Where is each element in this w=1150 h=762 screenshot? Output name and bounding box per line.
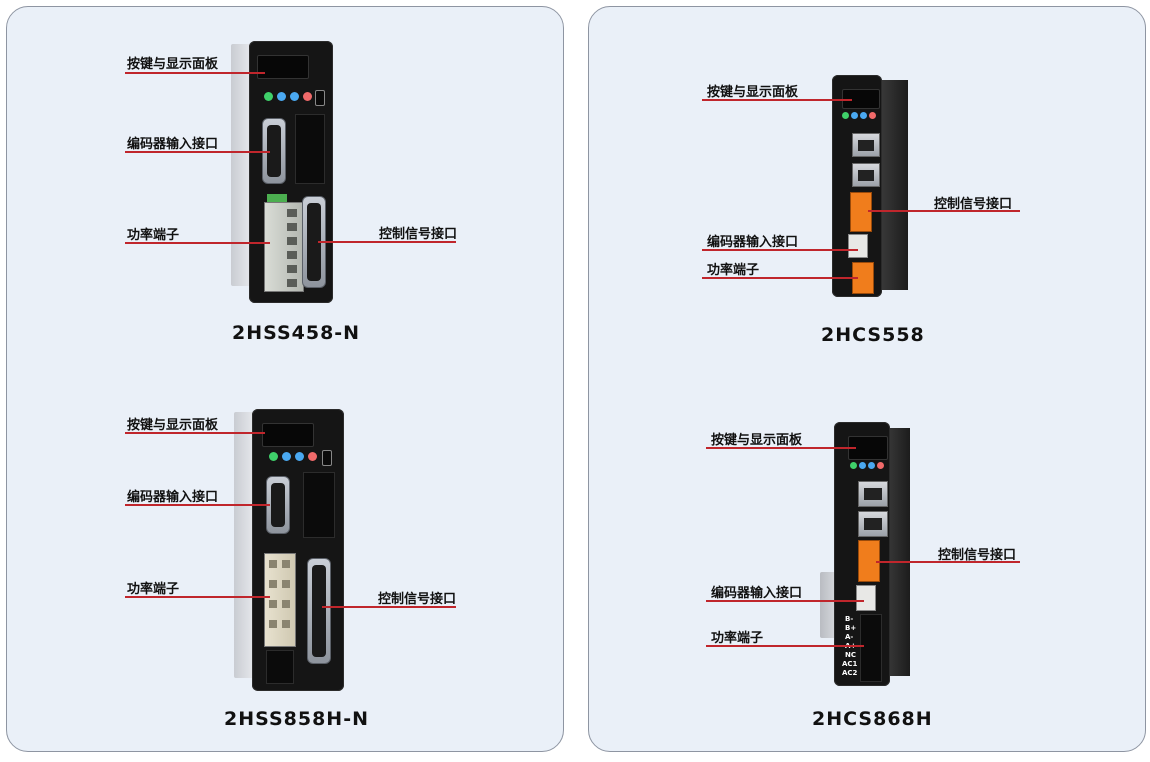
label-encoder-3: 编码器输入接口	[707, 235, 799, 250]
label-control-1: 控制信号接口	[379, 227, 458, 242]
control-connector	[307, 558, 331, 664]
label-keypad-1: 按键与显示面板	[127, 57, 219, 72]
model-2hcs868h: 2HCS868H	[812, 708, 933, 730]
label-power-3: 功率端子	[707, 263, 760, 278]
encoder-connector	[848, 234, 868, 258]
label-control-4: 控制信号接口	[938, 548, 1017, 563]
control-connector	[850, 192, 872, 232]
rj45-port-out	[852, 163, 880, 187]
model-2hcs558: 2HCS558	[821, 324, 925, 346]
terminal-label: A-	[845, 633, 854, 641]
terminal-label: B-	[845, 615, 854, 623]
label-encoder-1: 编码器输入接口	[127, 137, 219, 152]
label-power-4: 功率端子	[711, 631, 764, 646]
terminal-label: AC1	[842, 660, 858, 668]
rj45-port-out	[858, 511, 888, 537]
power-terminal	[264, 553, 296, 647]
label-encoder-2: 编码器输入接口	[127, 490, 219, 505]
rj45-port-in	[852, 133, 880, 157]
label-control-2: 控制信号接口	[378, 592, 457, 607]
encoder-connector	[856, 585, 876, 611]
usb-port	[315, 90, 325, 106]
label-keypad-4: 按键与显示面板	[711, 433, 803, 448]
model-2hss858hn: 2HSS858H-N	[224, 708, 369, 730]
rj45-port-in	[858, 481, 888, 507]
power-terminal	[264, 202, 304, 292]
label-control-3: 控制信号接口	[934, 197, 1013, 212]
terminal-label: B+	[845, 624, 857, 632]
terminal-label: AC2	[842, 669, 858, 677]
terminal-label: NC	[845, 651, 856, 659]
model-2hss458n: 2HSS458-N	[232, 322, 361, 344]
usb-port	[322, 450, 332, 466]
power-terminal	[860, 614, 882, 682]
label-power-1: 功率端子	[127, 228, 180, 243]
label-keypad-2: 按键与显示面板	[127, 418, 219, 433]
label-keypad-3: 按键与显示面板	[707, 85, 799, 100]
label-power-2: 功率端子	[127, 582, 180, 597]
display-window	[262, 423, 314, 447]
display-window	[257, 55, 309, 79]
label-encoder-4: 编码器输入接口	[711, 586, 803, 601]
control-connector	[302, 196, 326, 288]
